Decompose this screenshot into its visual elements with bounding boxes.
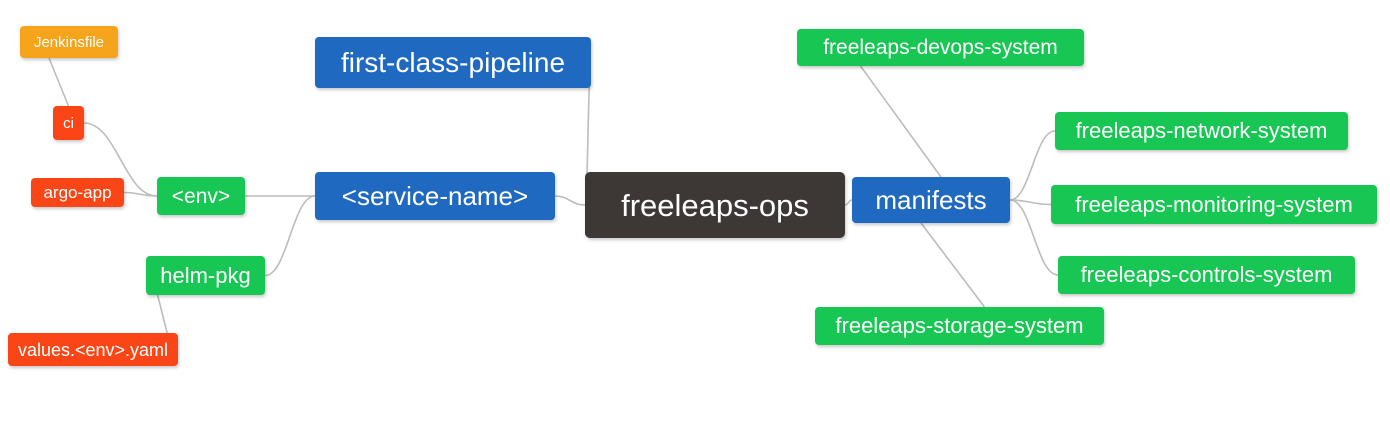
mindmap-link-manifests-to-monitoring bbox=[1009, 199, 1052, 206]
mindmap-node-ci[interactable]: ci bbox=[53, 106, 84, 140]
mindmap-link-root-to-service bbox=[554, 195, 586, 206]
mindmap-link-manifests-to-devops bbox=[859, 65, 942, 178]
mindmap-link-manifests-to-controls bbox=[1009, 199, 1059, 276]
mindmap-node-env[interactable]: <env> bbox=[157, 177, 245, 215]
mindmap-node-pipeline[interactable]: first-class-pipeline bbox=[315, 37, 591, 88]
mindmap-node-label: manifests bbox=[875, 185, 987, 215]
mindmap-link-env-to-argo bbox=[123, 191, 158, 197]
mindmap-node-manifests[interactable]: manifests bbox=[852, 177, 1010, 223]
mindmap-node-storage[interactable]: freeleaps-storage-system bbox=[815, 307, 1104, 345]
mindmap-node-network[interactable]: freeleaps-network-system bbox=[1055, 112, 1348, 150]
mindmap-link-service-to-helm bbox=[264, 195, 316, 277]
mindmap-node-controls[interactable]: freeleaps-controls-system bbox=[1058, 256, 1355, 294]
mindmap-node-label: ci bbox=[63, 114, 74, 132]
mindmap-link-manifests-to-storage bbox=[920, 222, 986, 308]
mindmap-node-devops[interactable]: freeleaps-devops-system bbox=[797, 29, 1084, 66]
mindmap-node-label: helm-pkg bbox=[160, 262, 251, 288]
mindmap-node-label: freeleaps-monitoring-system bbox=[1075, 191, 1353, 217]
mindmap-link-root-to-manifests bbox=[844, 199, 853, 206]
mindmap-node-label: freeleaps-devops-system bbox=[823, 36, 1058, 59]
mindmap-node-label: values.<env>.yaml bbox=[17, 339, 169, 360]
mindmap-node-service[interactable]: <service-name> bbox=[315, 172, 555, 220]
mindmap-node-root[interactable]: freeleaps-ops bbox=[585, 172, 845, 238]
mindmap-node-label: <env> bbox=[171, 184, 231, 208]
mindmap-link-manifests-to-network bbox=[1009, 130, 1056, 201]
mindmap-link-env-to-ci bbox=[83, 122, 158, 197]
mindmap-node-label: <service-name> bbox=[341, 181, 529, 211]
mindmap-node-label: freeleaps-network-system bbox=[1075, 118, 1328, 143]
mindmap-node-label: first-class-pipeline bbox=[340, 46, 566, 78]
mindmap-node-label: argo-app bbox=[43, 183, 112, 202]
mindmap-node-label: freeleaps-ops bbox=[621, 187, 809, 223]
mindmap-node-monitoring[interactable]: freeleaps-monitoring-system bbox=[1051, 185, 1377, 224]
mindmap-node-label: freeleaps-storage-system bbox=[835, 313, 1084, 338]
mindmap-node-argo[interactable]: argo-app bbox=[31, 178, 124, 207]
mindmap-link-ci-to-jenkinsfile bbox=[48, 57, 70, 107]
mindmap-node-values[interactable]: values.<env>.yaml bbox=[8, 333, 178, 366]
mindmap-node-helm[interactable]: helm-pkg bbox=[146, 256, 265, 295]
mindmap-node-jenkinsfile[interactable]: Jenkinsfile bbox=[20, 26, 118, 58]
mindmap-node-label: freeleaps-controls-system bbox=[1080, 262, 1333, 287]
mindmap-node-label: Jenkinsfile bbox=[33, 33, 105, 51]
